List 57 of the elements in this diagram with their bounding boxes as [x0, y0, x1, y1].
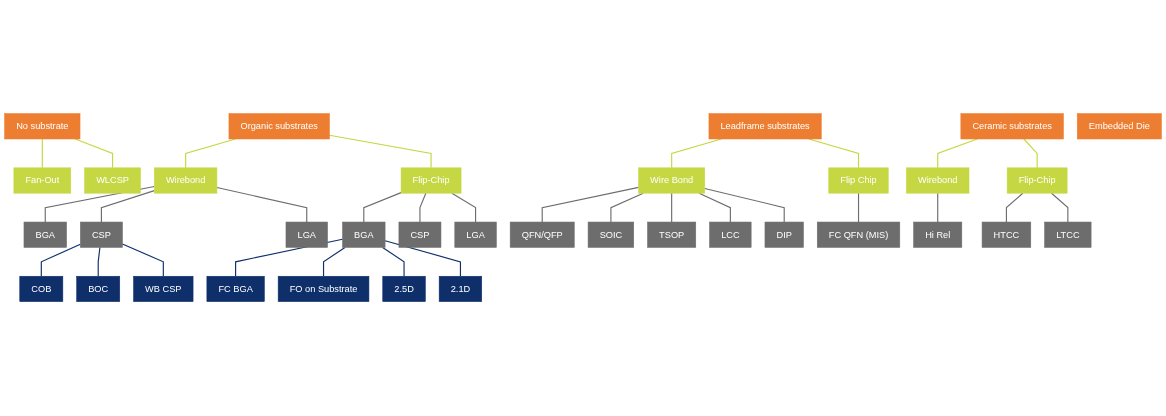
node-box: WLCSP: [84, 167, 141, 194]
connector: [100, 190, 155, 223]
connector: [1050, 193, 1069, 223]
node-box: LCC: [709, 222, 752, 249]
node-box: TSOP: [647, 222, 697, 249]
node-box: 2.1D: [438, 276, 483, 303]
connector: [1005, 193, 1024, 223]
node-box: BGA: [342, 222, 386, 249]
connector: [1023, 138, 1038, 169]
node-box: FO on Substrate: [277, 276, 370, 303]
connector: [610, 193, 644, 223]
node-box: No substrate: [4, 113, 81, 140]
connector: [40, 244, 81, 278]
connector: [328, 135, 432, 169]
connector: [541, 187, 640, 223]
node-box: QFN/QFP: [509, 222, 575, 249]
connector: [451, 193, 477, 223]
node-box: LGA: [454, 222, 497, 249]
node-box: Ceramic substrates: [960, 113, 1064, 140]
connector: [216, 187, 308, 223]
node-box: COB: [19, 276, 64, 303]
node-box: Hi Rel: [913, 222, 963, 249]
node-box: Flip Chip: [828, 167, 889, 194]
node-box: Fan-Out: [13, 167, 72, 194]
connector: [419, 193, 427, 223]
connector: [97, 247, 101, 278]
node-box: DIP: [764, 222, 804, 249]
node-box: LGA: [285, 222, 328, 249]
node-box: Wirebond: [154, 167, 218, 194]
connector: [704, 188, 785, 223]
connector: [41, 138, 43, 169]
connector: [671, 193, 673, 223]
node-box: 2.5D: [382, 276, 426, 303]
node-box: WB CSP: [133, 276, 194, 303]
node-box: LTCC: [1044, 222, 1092, 249]
node-box: FC BGA: [206, 276, 265, 303]
node-box: Flip-Chip: [1006, 167, 1068, 194]
node-box: Leadframe substrates: [708, 113, 822, 140]
node-box: Wire Bond: [638, 167, 706, 194]
node-box: CSP: [398, 222, 442, 249]
connector: [363, 192, 402, 223]
node-box: CSP: [80, 222, 123, 249]
node-box: Flip-Chip: [400, 167, 462, 194]
connector: [384, 240, 462, 278]
node-box: FC QFN (MIS): [816, 222, 901, 249]
node-box: BGA: [23, 222, 67, 249]
node-box: Wirebond: [906, 167, 970, 194]
node-box: SOIC: [587, 222, 634, 249]
node-box: HTCC: [981, 222, 1032, 249]
node-box: Organic substrates: [228, 113, 330, 140]
connector: [857, 193, 860, 223]
connector: [322, 247, 346, 278]
node-box: Embedded Die: [1076, 113, 1162, 140]
node-box: BOC: [76, 276, 121, 303]
connector: [382, 247, 405, 278]
connector: [937, 193, 939, 223]
connector: [121, 243, 164, 278]
